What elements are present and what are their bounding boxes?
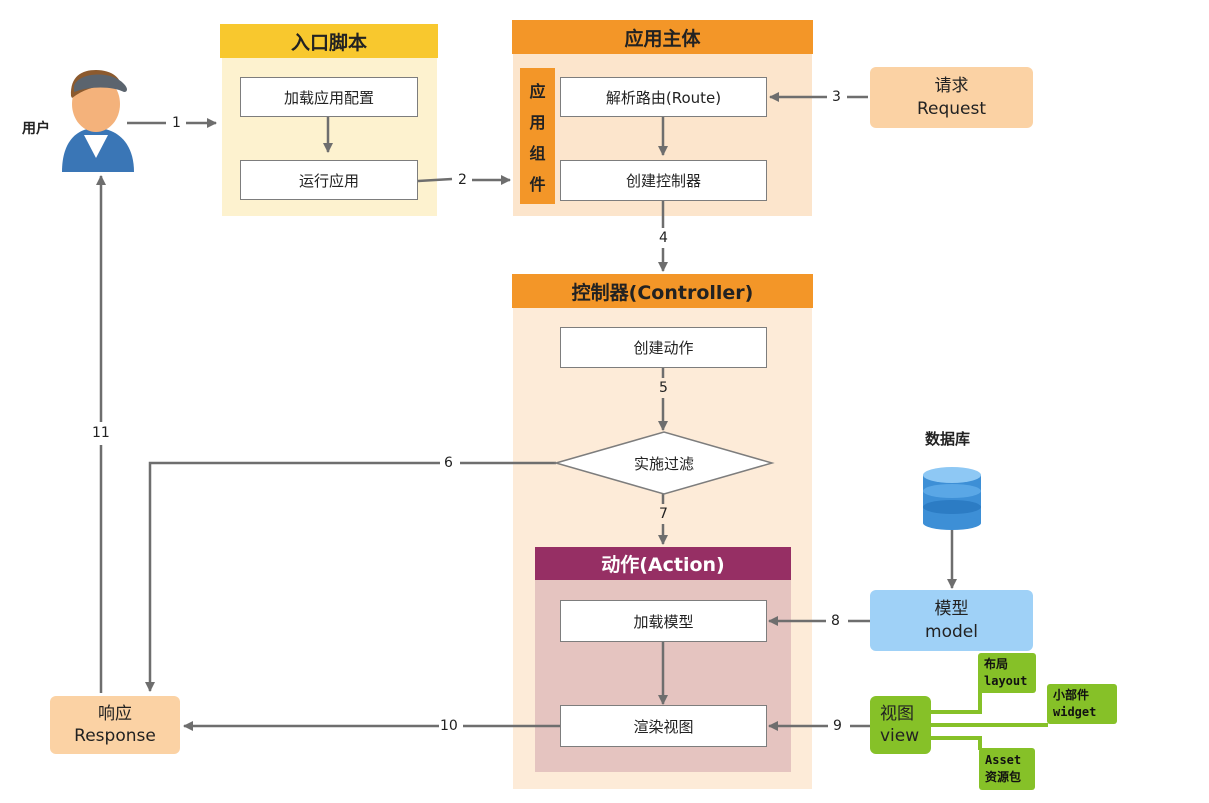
create-action-box: 创建动作 — [560, 327, 767, 368]
database-label: 数据库 — [925, 430, 971, 448]
step-1-label: 1 — [172, 115, 181, 131]
parse-route-box: 解析路由(Route) — [560, 77, 767, 117]
filter-label: 实施过滤 — [633, 455, 694, 473]
entry-script-header: 入口脚本 — [220, 24, 438, 58]
step-7-label: 7 — [659, 506, 668, 522]
view-zh: 视图 — [880, 703, 914, 724]
render-view-box: 渲染视图 — [560, 705, 767, 747]
request-en: Request — [916, 98, 987, 119]
view-en: view — [880, 726, 920, 746]
step-8-label: 8 — [831, 613, 840, 629]
layout-zh: 布局 — [984, 657, 1009, 672]
controller-header: 控制器(Controller) — [512, 274, 813, 308]
step-10-label: 10 — [440, 718, 458, 734]
step-9-label: 9 — [833, 718, 842, 734]
view-box: 视图 view — [870, 696, 931, 754]
user-icon — [62, 70, 134, 172]
step-2-label: 2 — [458, 172, 467, 188]
asset-box: Asset 资源包 — [979, 748, 1035, 790]
response-en: Response — [74, 726, 156, 746]
step-6-label: 6 — [444, 455, 453, 471]
filter-diamond — [553, 431, 775, 495]
create-controller-box: 创建控制器 — [560, 160, 767, 201]
layout-en: layout — [984, 674, 1028, 688]
arrow-2 — [417, 177, 453, 183]
response-box: 响应 Response — [50, 696, 180, 754]
app-components-bar: 应 用 组 件 — [520, 68, 555, 204]
app-components-char: 用 — [529, 112, 546, 132]
request-box: 请求 Request — [870, 67, 1033, 128]
request-zh: 请求 — [934, 76, 969, 97]
load-config-box: 加载应用配置 — [240, 77, 418, 117]
app-components-char: 组 — [529, 143, 546, 163]
asset-zh: 资源包 — [985, 770, 1022, 784]
model-box: 模型 model — [870, 590, 1033, 651]
asset-en: Asset — [985, 753, 1022, 768]
model-zh: 模型 — [934, 599, 969, 620]
database-icon — [923, 467, 981, 530]
action-header: 动作(Action) — [535, 547, 791, 580]
step-4-label: 4 — [659, 230, 668, 246]
user-label: 用户 — [22, 121, 50, 137]
step-3-label: 3 — [832, 89, 841, 105]
widget-en: widget — [1053, 705, 1097, 719]
run-app-box: 运行应用 — [240, 160, 418, 200]
load-model-box: 加载模型 — [560, 600, 767, 642]
layout-box: 布局 layout — [978, 653, 1036, 693]
app-components-char: 应 — [529, 81, 546, 101]
response-zh: 响应 — [98, 703, 132, 724]
widget-box: 小部件 widget — [1047, 684, 1117, 724]
step-11-label: 11 — [92, 425, 110, 441]
step-5-label: 5 — [659, 380, 668, 396]
widget-zh: 小部件 — [1053, 688, 1090, 703]
app-components-char: 件 — [529, 174, 546, 194]
model-en: model — [925, 621, 978, 642]
application-header: 应用主体 — [512, 20, 813, 54]
